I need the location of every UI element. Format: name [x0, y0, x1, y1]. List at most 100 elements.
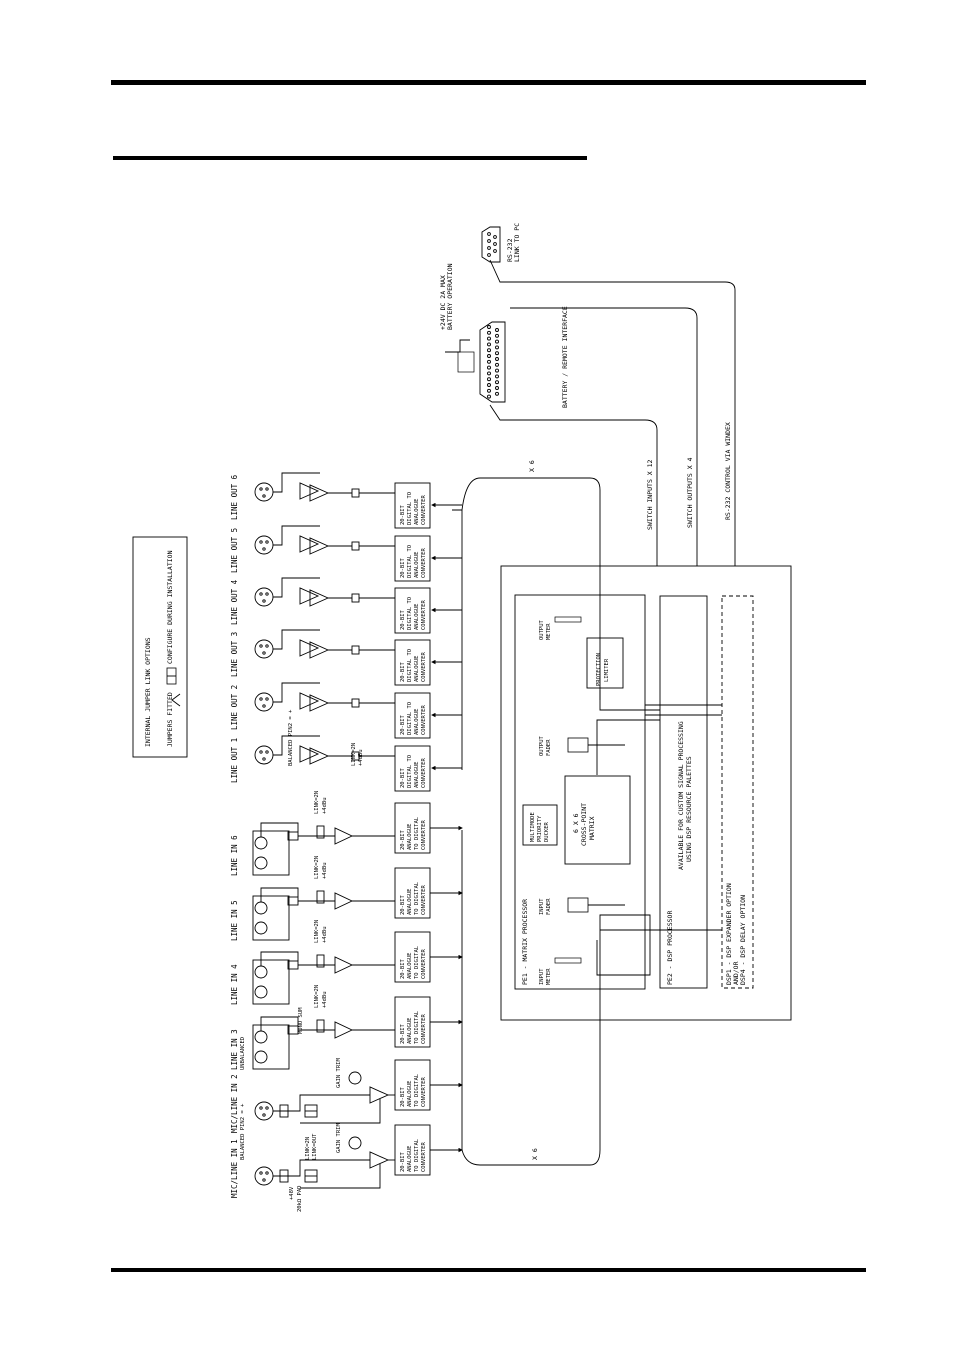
battery-interface-label: BATTERY / REMOTE INTERFACE	[561, 306, 569, 408]
jumper-legend-title: INTERNAL JUMPER LINK OPTIONS	[144, 637, 152, 747]
svg-text:PRIORITY: PRIORITY	[537, 815, 543, 842]
output-jumper-4	[351, 593, 360, 603]
svg-text:METER: METER	[546, 623, 552, 640]
adc-6-line-2: ANALOGUE	[407, 824, 413, 851]
link-jumper-4	[316, 954, 325, 968]
svg-text:USING DSP RESOURCE PALETTES: USING DSP RESOURCE PALETTES	[685, 756, 693, 862]
jack-panel-5	[252, 895, 290, 941]
input-label-1: MIC/LINE IN 1	[230, 1139, 239, 1198]
battery-remote-connector: BATTERY / REMOTE INTERFACE +24V DC 2A MA…	[439, 263, 569, 408]
line-buffer-3	[334, 1021, 354, 1039]
out1-balanced: BALANCED PIN2 = +	[288, 709, 294, 766]
adc-1-line-1: 20-BIT	[400, 1151, 406, 1172]
gain-trim-1	[348, 1136, 362, 1150]
dac-1-line-3: ANALOGUE	[414, 762, 420, 789]
preamp-2	[369, 1086, 390, 1104]
svg-text:FADER: FADER	[546, 739, 552, 756]
adc-3-line-1: 20-BIT	[400, 1023, 406, 1044]
jack-panel-6	[252, 830, 290, 876]
switch-outputs-label: SWITCH OUTPUTS X 4	[686, 457, 694, 528]
dac-3-line-2: DIGITAL TO	[407, 649, 413, 682]
xlr-output-3	[254, 639, 274, 659]
svg-text:RS-232: RS-232	[506, 238, 514, 262]
out1-link-4dbu: +4dBu	[358, 749, 364, 766]
output-label-6: LINE OUT 6	[230, 474, 239, 520]
input-label-6: LINE IN 6	[230, 835, 239, 876]
rs232-control-label: RS-232 CONTROL VIA WINDEX	[724, 422, 732, 520]
dac-5-line-3: ANALOGUE	[414, 552, 420, 579]
out1-link-2n: LINK=2N	[351, 743, 357, 766]
output-fader	[567, 737, 589, 753]
jumper-fitted-label: JUMPERS FITTED	[166, 692, 174, 747]
output-bus: X 6	[452, 460, 601, 770]
input-bus: X 6	[452, 830, 651, 1166]
xlr-output-2	[254, 692, 274, 712]
adc-2-line-4: CONVERTER	[421, 1077, 427, 1107]
dac-5-line-2: DIGITAL TO	[407, 545, 413, 578]
adc-6-line-1: 20-BIT	[400, 829, 406, 850]
svg-text:DSP4 - DSP DELAY OPTION: DSP4 - DSP DELAY OPTION	[739, 895, 747, 985]
svg-text:PROTECTION: PROTECTION	[596, 653, 602, 686]
xlr-output-1	[254, 745, 274, 765]
input-label-2: MIC/LINE IN 2	[230, 1074, 239, 1133]
output-driver-1	[299, 745, 320, 763]
output-driver-5	[299, 535, 320, 553]
mono-sum-label: MONO SUM	[298, 1007, 304, 1034]
output-label-3: LINE OUT 3	[230, 632, 239, 677]
header-rule	[111, 80, 866, 85]
output-driver-3	[299, 639, 320, 657]
input-meter	[554, 957, 582, 964]
processor-enclosure	[500, 565, 792, 1021]
dac-3-line-4: CONVERTER	[421, 652, 427, 682]
line-buffer-5	[334, 892, 354, 910]
gain-trim-label-2: GAIN TRIM	[336, 1058, 342, 1088]
protection-limiter	[586, 637, 624, 689]
phantom-sub-label: 20kΩ PAD	[297, 1186, 303, 1213]
link-4dbu-5: +4dBu	[322, 862, 328, 879]
dac-1-line-4: CONVERTER	[421, 758, 427, 788]
crosspoint-matrix	[564, 775, 631, 865]
output-bus-x6: X 6	[528, 460, 536, 472]
mic1-balanced: BALANCED PIN2 = +	[240, 1103, 246, 1160]
output-label-1: LINE OUT 1	[230, 738, 239, 783]
dac-6-line-4: CONVERTER	[421, 495, 427, 525]
adc-3-line-3: TO DIGITAL	[414, 1010, 420, 1044]
input-meter-label-2: METER	[546, 968, 552, 985]
dac-1-line-2: DIGITAL TO	[407, 755, 413, 788]
adc-1-line-3: TO DIGITAL	[414, 1138, 420, 1172]
input-bus-x6: X 6	[531, 1148, 539, 1160]
priority-ducker	[522, 804, 558, 846]
adc-4-line-3: TO DIGITAL	[414, 945, 420, 979]
svg-text:AND/OR: AND/OR	[732, 961, 740, 985]
pe2-label: PE2 - DSP PROCESSOR	[666, 911, 674, 985]
adc-6-line-3: TO DIGITAL	[414, 816, 420, 850]
output-jumper-3	[351, 645, 360, 655]
phantom-label: +48V	[289, 1186, 295, 1200]
mic1-link-2n: LINK=2N	[305, 1137, 311, 1160]
link-4dbu-4: +4dBu	[322, 926, 328, 943]
output-driver-2	[299, 692, 320, 710]
dac-1	[394, 745, 431, 792]
dac-4-line-3: ANALOGUE	[414, 604, 420, 631]
preamp-1	[369, 1151, 390, 1169]
dac-2-line-4: CONVERTER	[421, 705, 427, 735]
dac-2-line-2: DIGITAL TO	[407, 702, 413, 735]
svg-text:MATRIX: MATRIX	[588, 816, 596, 840]
dac-5-line-4: CONVERTER	[421, 548, 427, 578]
gain-trim-label-1: GAIN TRIM	[336, 1123, 342, 1153]
input-label-5: LINE IN 5	[230, 900, 239, 941]
input-meter-label-1: INPUT	[539, 968, 545, 985]
dac-3-line-1: 20-BIT	[400, 661, 406, 682]
rs232-connector: RS-232 LINK TO PC	[481, 223, 521, 263]
dac-6-line-2: DIGITAL TO	[407, 492, 413, 525]
adc-2-line-2: ANALOGUE	[407, 1081, 413, 1108]
